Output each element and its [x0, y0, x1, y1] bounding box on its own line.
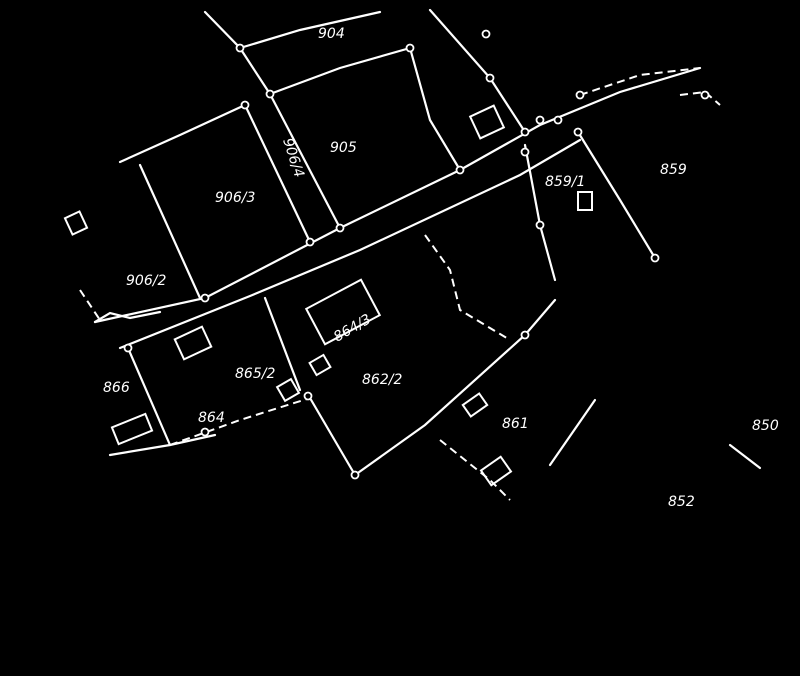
parcel-label-864: 864	[198, 410, 225, 426]
survey-point	[485, 73, 495, 83]
road-south-edge	[118, 138, 582, 350]
parcel-label-906-2: 906/2	[126, 273, 166, 289]
boundary-904-south	[268, 46, 412, 96]
parcel-label-850: 850	[752, 418, 779, 434]
survey-point	[535, 220, 545, 230]
boundary-862-west	[308, 396, 357, 477]
buildings	[63, 104, 593, 487]
boundary-861-east	[548, 398, 597, 467]
survey-point	[305, 237, 315, 247]
survey-point	[235, 43, 245, 53]
survey-point	[575, 90, 585, 100]
boundary-dashed-east	[579, 67, 701, 96]
boundary-862-south	[353, 298, 557, 477]
survey-point	[265, 89, 275, 99]
survey-point	[535, 115, 545, 125]
boundary-866-west	[126, 346, 172, 447]
building-861-a	[461, 392, 489, 418]
building-905-east	[468, 104, 506, 140]
parcel-label-904: 904	[318, 26, 345, 42]
parcel-label-865-2: 865/2	[235, 366, 275, 382]
survey-point	[405, 43, 415, 53]
building-864-3	[304, 278, 382, 346]
boundary-dashed-west	[79, 289, 101, 321]
boundary-904-north	[238, 10, 382, 50]
parcel-label-859: 859	[660, 162, 687, 178]
building-865-2	[275, 377, 301, 403]
boundary-906-3-west	[138, 163, 202, 300]
survey-point	[200, 427, 210, 437]
building-west	[63, 210, 89, 236]
survey-point	[240, 100, 250, 110]
survey-point	[200, 293, 210, 303]
boundary-850	[728, 443, 762, 470]
survey-point	[481, 29, 491, 39]
building-861-b	[479, 455, 513, 487]
boundary-dashed-862	[424, 234, 511, 341]
survey-points	[123, 29, 710, 480]
building-864	[173, 325, 213, 361]
survey-point	[520, 330, 530, 340]
parcel-label-864-3: 864/3	[331, 311, 374, 345]
survey-point	[303, 391, 313, 401]
boundary-905-east	[408, 46, 462, 172]
survey-point	[455, 165, 465, 175]
building-859-1	[577, 191, 593, 211]
parcel-label-852: 852	[668, 494, 695, 510]
road-north-edge	[93, 66, 702, 324]
survey-point	[350, 470, 360, 480]
building-866	[110, 412, 154, 446]
boundary-859-1-east	[576, 130, 657, 260]
survey-point	[573, 127, 583, 137]
boundary-859-1-west	[523, 143, 557, 282]
survey-point	[123, 343, 133, 353]
parcel-label-905: 905	[330, 140, 357, 156]
survey-point	[520, 147, 530, 157]
survey-point	[553, 115, 563, 125]
road-curb-curve	[93, 310, 162, 324]
boundary-906-4-west	[243, 103, 312, 244]
parcel-label-861: 861	[502, 416, 529, 432]
road-boundaries	[93, 66, 702, 350]
boundary-dashed-865-2	[169, 397, 311, 446]
parcel-boundaries	[79, 8, 762, 501]
boundary-866-south	[108, 433, 217, 457]
boundary-904-west	[203, 10, 272, 96]
boundary-dashed-861	[439, 439, 511, 501]
boundary-dashed-east-2	[679, 90, 721, 106]
boundary-906-3-north	[118, 103, 247, 164]
survey-point	[700, 90, 710, 100]
boundary-864-3	[263, 296, 302, 392]
parcel-label-866: 866	[103, 380, 130, 396]
parcel-label-859-1: 859/1	[545, 174, 585, 190]
parcel-label-906-3: 906/3	[215, 190, 255, 206]
survey-point	[650, 253, 660, 263]
survey-point	[335, 223, 345, 233]
survey-point	[520, 127, 530, 137]
building-864-3-small	[308, 353, 332, 377]
parcel-label-862: 862/2	[362, 372, 402, 388]
boundary-906-4-east	[268, 92, 342, 230]
